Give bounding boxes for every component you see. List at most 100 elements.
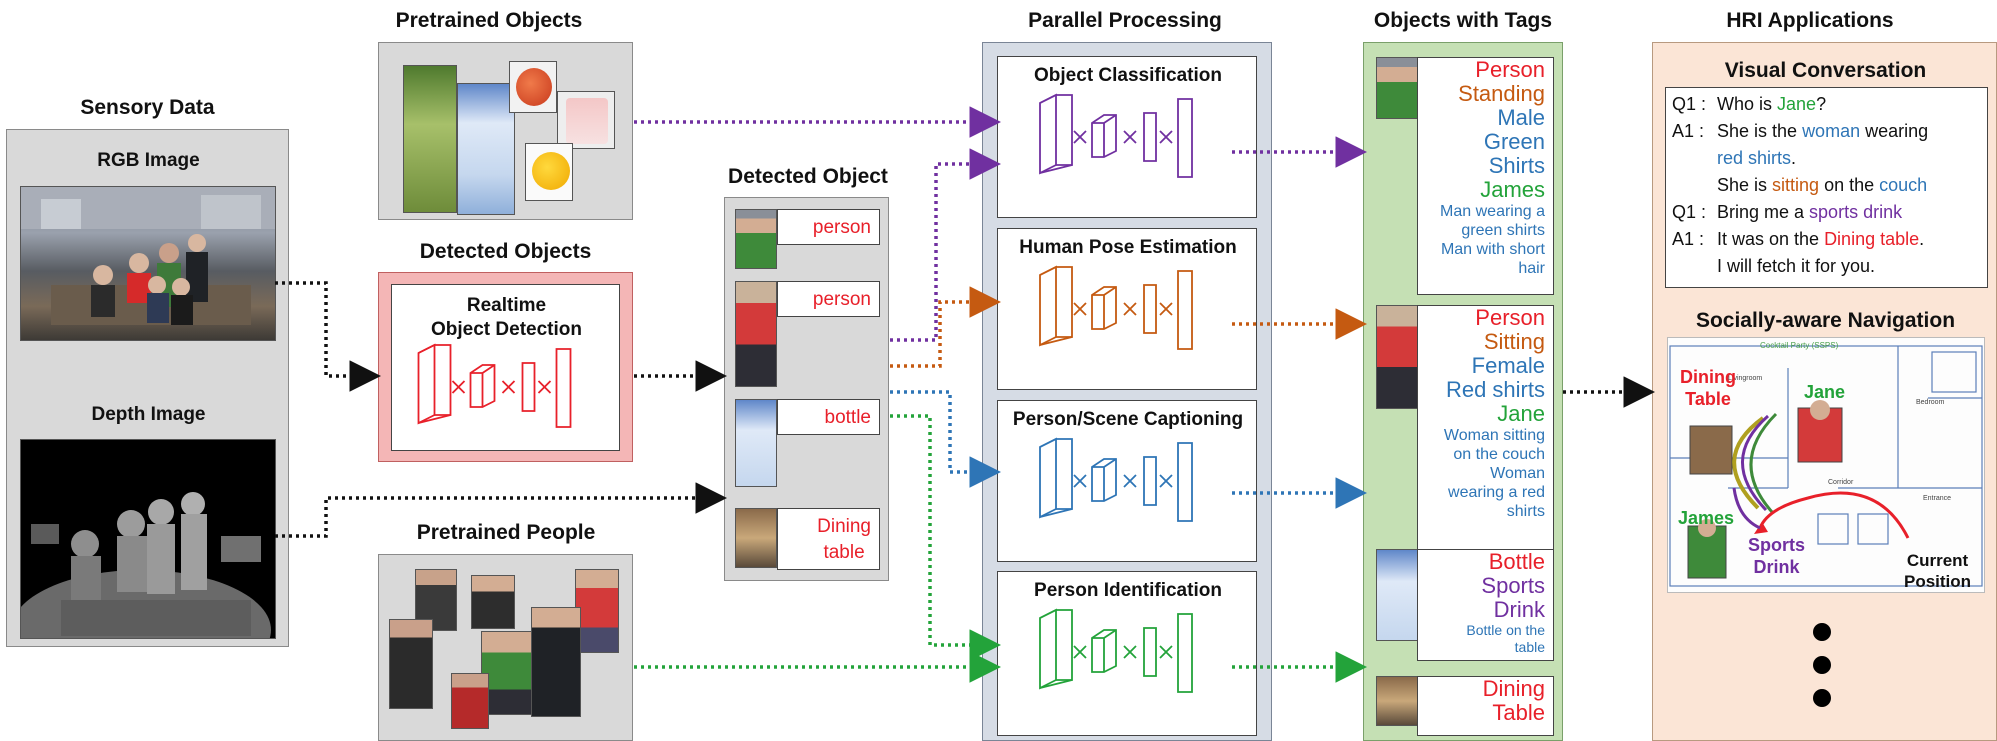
navigation-map: Cocktail Party (SSPS) Livingroom Bedroom… (1667, 337, 1985, 593)
detection-network-icon (417, 343, 572, 428)
cnn-layer-shape (451, 380, 466, 394)
tag-thumb-bottle (1376, 549, 1418, 641)
conversation-text: . (1919, 229, 1925, 249)
arrow-detected-to-classification (890, 148, 1001, 342)
sensory-data-title: Sensory Data (80, 96, 215, 119)
cnn-layer-shape (1039, 265, 1057, 347)
objects-with-tags-title: Objects with Tags (1373, 9, 1553, 32)
person-photo-2 (471, 575, 515, 629)
parallel-processing-title: Parallel Processing (1028, 9, 1222, 32)
pretrained-objects-panel (378, 42, 633, 220)
conversation-line: A1 : It was on the Dining table. (1672, 229, 1924, 250)
cnn-layer-shape (1091, 286, 1117, 330)
cnn-layer-shape (1039, 336, 1073, 346)
cnn-layer-shape (1073, 302, 1087, 316)
detected-bottle-thumb (735, 399, 777, 487)
cnn-layer-shape (417, 343, 436, 425)
cnn-layer-shape (1159, 130, 1173, 144)
cnn-layer-shape (1039, 438, 1073, 510)
cnn-layer-shape (537, 380, 552, 394)
pretrained-people-title: Pretrained People (416, 521, 596, 544)
tag-text: Man wearing a (1440, 203, 1545, 220)
module-person-scene-captioning: Person/Scene Captioning (997, 400, 1257, 562)
cnn-layer-shape (1039, 93, 1057, 175)
depth-image-label: Depth Image (91, 404, 206, 425)
rgb-image (20, 186, 276, 341)
map-label-james: James (1678, 508, 1735, 528)
cnn-layer-shape (1123, 302, 1137, 316)
orange-image (525, 143, 573, 201)
hri-applications-panel: Visual Conversation Q1 : Who is Jane?A1 … (1652, 42, 1997, 741)
detected-label-person-1: person (812, 217, 871, 238)
conversation-line: I will fetch it for you. (1672, 256, 1875, 277)
cnn-layer-shape (1091, 114, 1117, 158)
conversation-text: sitting (1772, 175, 1820, 195)
realtime-object-detection-box: Realtime Object Detection (391, 284, 620, 451)
cnn-layer-shape (1073, 645, 1087, 659)
map-label-sports-drink: Sports Drink (1748, 535, 1806, 577)
map-label-dining-table: Dining Table (1680, 367, 1736, 409)
cnn-layer-shape (1039, 608, 1057, 690)
tag-text: on the couch (1453, 446, 1545, 463)
cnn-layer-shape (1039, 508, 1073, 518)
cnn-layer-shape (1143, 112, 1157, 162)
object-classification-network-icon (1039, 93, 1193, 178)
tag-text: Table (1492, 700, 1545, 725)
detected-label-person-2: person (812, 289, 871, 310)
tag-text: Green (1483, 129, 1545, 154)
detected-label-box-3: bottle (777, 399, 880, 435)
conversation-text: Dining table (1824, 229, 1920, 249)
yogurt-image (557, 91, 615, 149)
green-tea-bottle-image (403, 65, 457, 213)
conversation-line: A1 : She is the woman wearing (1672, 121, 1928, 142)
cnn-layer-shape (1039, 164, 1073, 174)
cnn-layer-shape (521, 362, 536, 412)
arrow-detected-to-captioning (890, 390, 1001, 488)
map-label-current-position: Current Position (1904, 551, 1972, 591)
module-person-identification: Person Identification (997, 571, 1257, 736)
cnn-layer-shape (501, 380, 516, 394)
detection-label-line2: Object Detection (431, 319, 582, 340)
cnn-layer-shape (1143, 627, 1157, 677)
cnn-layer-shape (1143, 456, 1157, 506)
tag-text: Person (1475, 57, 1545, 82)
tag-text: James (1480, 177, 1545, 202)
detected-table-thumb (735, 508, 777, 568)
cnn-layer-shape (1039, 609, 1073, 681)
arrow-rgb-to-detection (275, 281, 381, 392)
cnn-layer-shape (1073, 474, 1087, 488)
cnn-layer-shape (1039, 94, 1073, 166)
cnn-layer-shape (1092, 458, 1117, 501)
detected-label-bottle: bottle (824, 407, 871, 428)
tag-text: hair (1518, 260, 1545, 277)
cnn-layer-shape (1159, 302, 1173, 316)
cnn-layer-shape (555, 348, 572, 428)
detected-label-box-1: person (777, 209, 880, 245)
tag-text: Sports (1481, 573, 1545, 598)
tag-text: shirts (1506, 503, 1545, 520)
tag-text: Bottle on the (1466, 622, 1545, 638)
detected-object-panel: person person bottle Dining table (724, 197, 889, 581)
tag-text: Red shirts (1445, 377, 1545, 402)
cnn-layer-shape (1073, 130, 1087, 144)
tag-text: wearing a red (1448, 484, 1545, 501)
tag-text: Sitting (1483, 329, 1545, 354)
conversation-text: It was on the (1717, 229, 1825, 249)
svg-text:Cocktail Party (SSPS): Cocktail Party (SSPS) (1760, 341, 1839, 350)
detected-objects-title: Detected Objects (419, 240, 592, 263)
conversation-line: Q1 : Who is Jane? (1672, 94, 1826, 115)
cnn-layer-shape (1177, 98, 1193, 178)
svg-text:Corridor: Corridor (1828, 479, 1854, 486)
conversation-prefix: A1 : (1672, 121, 1705, 141)
tag-text: Bottle (1488, 549, 1545, 574)
person-photo-6 (531, 607, 581, 717)
tag-text: Woman sitting (1443, 427, 1545, 444)
conversation-text: couch (1879, 175, 1928, 195)
sensory-data-panel: RGB Image Depth Image (6, 129, 289, 647)
ellipsis-dot-1-icon (1813, 623, 1831, 641)
